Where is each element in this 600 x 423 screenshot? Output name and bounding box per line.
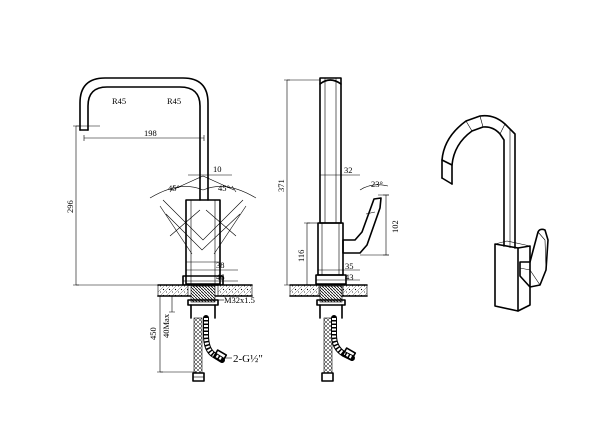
side-body-width-dimension: 35 (345, 261, 354, 271)
perspective-view (441, 114, 549, 312)
counter-left (157, 284, 189, 297)
radius-left-label: R45 (112, 96, 126, 106)
angle-left-label: 45° (168, 183, 180, 193)
hose-left (193, 317, 203, 374)
thread-shank (190, 285, 216, 303)
spout-inner (87, 86, 201, 179)
spout-tube-dimension: 10 (213, 164, 222, 174)
perspective-body (494, 243, 531, 312)
side-base-width-dimension: 43 (345, 272, 354, 282)
radius-right-label: R45 (167, 96, 181, 106)
angle-right-label: 45° (218, 183, 230, 193)
thread-label: M32x1.5 (224, 295, 255, 305)
perspective-lever (519, 228, 549, 288)
deck-max-dimension: 40Max (161, 313, 171, 338)
side-lever (342, 197, 382, 254)
lever-height-dimension: 102 (390, 220, 400, 233)
faucet-body (185, 199, 221, 285)
side-counter-right (342, 284, 368, 297)
hose-length-dimension: 450 (148, 327, 158, 340)
lever-angle-label: 23° (371, 179, 383, 189)
hose-connection-label: 2-G½" (233, 353, 263, 365)
body-width-dimension: 38 (216, 260, 225, 270)
reach-dimension: 198 (144, 128, 157, 138)
body-height-dimension: 116 (296, 250, 306, 262)
front-view: R45 R45 198 10 45° 45° 296 38 46 M32x1.5… (65, 77, 263, 382)
overall-height-dimension: 371 (276, 179, 286, 192)
side-counter-left (289, 284, 320, 297)
total-height-dimension: 296 (65, 200, 75, 213)
tube-width-dimension: 32 (344, 165, 353, 175)
spout-outer (79, 77, 209, 179)
base-width-dimension: 46 (216, 272, 225, 282)
side-tube (319, 77, 342, 224)
side-view: 371 32 23° 102 116 35 43 (276, 77, 400, 382)
